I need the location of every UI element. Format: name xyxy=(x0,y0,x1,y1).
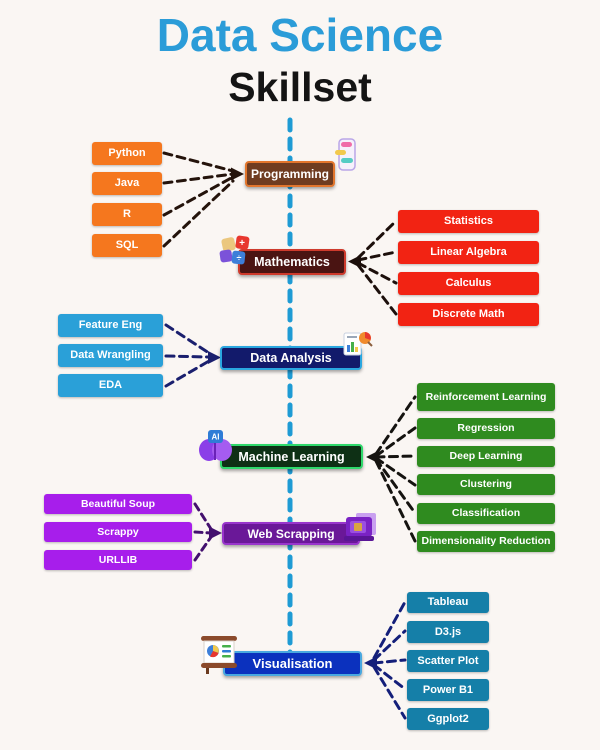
visualisation-connectors xyxy=(372,600,407,720)
visualisation-arrowhead xyxy=(364,656,377,670)
report-chart-icon xyxy=(342,329,374,362)
category-mathematics: Mathematics xyxy=(238,249,346,275)
svg-text:÷: ÷ xyxy=(237,253,242,263)
skill-classification: Classification xyxy=(417,503,555,524)
skill-ggplot2: Ggplot2 xyxy=(407,708,489,730)
machine-learning-arrowhead xyxy=(366,450,379,464)
web-scrapping-connectors xyxy=(193,502,213,562)
machine-learning-connectors xyxy=(374,395,417,543)
skill-data-wrangling: Data Wrangling xyxy=(58,344,163,367)
category-web-scrapping: Web Scrapping xyxy=(222,522,360,545)
svg-text:+: + xyxy=(239,238,245,249)
category-programming: Programming xyxy=(245,161,335,187)
skill-deep-learning: Deep Learning xyxy=(417,446,555,467)
svg-text:AI: AI xyxy=(212,433,220,442)
skill-d3js: D3.js xyxy=(407,621,489,643)
scraper-device-icon xyxy=(342,509,380,550)
category-machine-learning: Machine Learning xyxy=(220,444,363,469)
page-subtitle: Skillset xyxy=(228,64,372,110)
web-scrapping-arrowhead xyxy=(209,526,222,540)
skill-tableau: Tableau xyxy=(407,592,489,613)
presentation-easel-icon xyxy=(198,633,240,680)
category-visualisation: Visualisation xyxy=(223,651,362,676)
skill-sql: SQL xyxy=(92,234,162,257)
skill-scatter-plot: Scatter Plot xyxy=(407,650,489,672)
skill-r: R xyxy=(92,203,162,226)
skill-urllib: URLLIB xyxy=(44,550,192,570)
skill-linear-algebra: Linear Algebra xyxy=(398,241,539,264)
skill-discrete-math: Discrete Math xyxy=(398,303,539,326)
ai-brain-icon: AI xyxy=(196,428,236,471)
skill-scrappy: Scrappy xyxy=(44,522,192,542)
skill-feature-eng: Feature Eng xyxy=(58,314,163,337)
skill-clustering: Clustering xyxy=(417,474,555,495)
data-analysis-arrowhead xyxy=(208,351,221,364)
skill-calculus: Calculus xyxy=(398,272,539,295)
mathematics-connectors xyxy=(356,219,398,316)
code-phone-icon xyxy=(331,137,357,178)
skill-power-b1: Power B1 xyxy=(407,679,489,701)
skill-dimensionality-reduction: Dimensionality Reduction xyxy=(417,531,555,552)
skill-python: Python xyxy=(92,142,162,165)
skill-statistics: Statistics xyxy=(398,210,539,233)
mathematics-arrowhead xyxy=(348,255,361,268)
category-data-analysis: Data Analysis xyxy=(220,346,362,370)
programming-connectors xyxy=(162,151,235,248)
skill-beautiful-soup: Beautiful Soup xyxy=(44,494,192,514)
data-analysis-connectors xyxy=(164,323,211,388)
skill-java: Java xyxy=(92,172,162,195)
page-title: Data Science xyxy=(156,9,444,61)
skill-regression: Regression xyxy=(417,418,555,439)
programming-arrowhead xyxy=(231,167,244,181)
math-tiles-icon: + ÷ xyxy=(218,234,256,271)
skill-reinforcement-learning: Reinforcement Learning xyxy=(417,383,555,411)
skill-eda: EDA xyxy=(58,374,163,397)
